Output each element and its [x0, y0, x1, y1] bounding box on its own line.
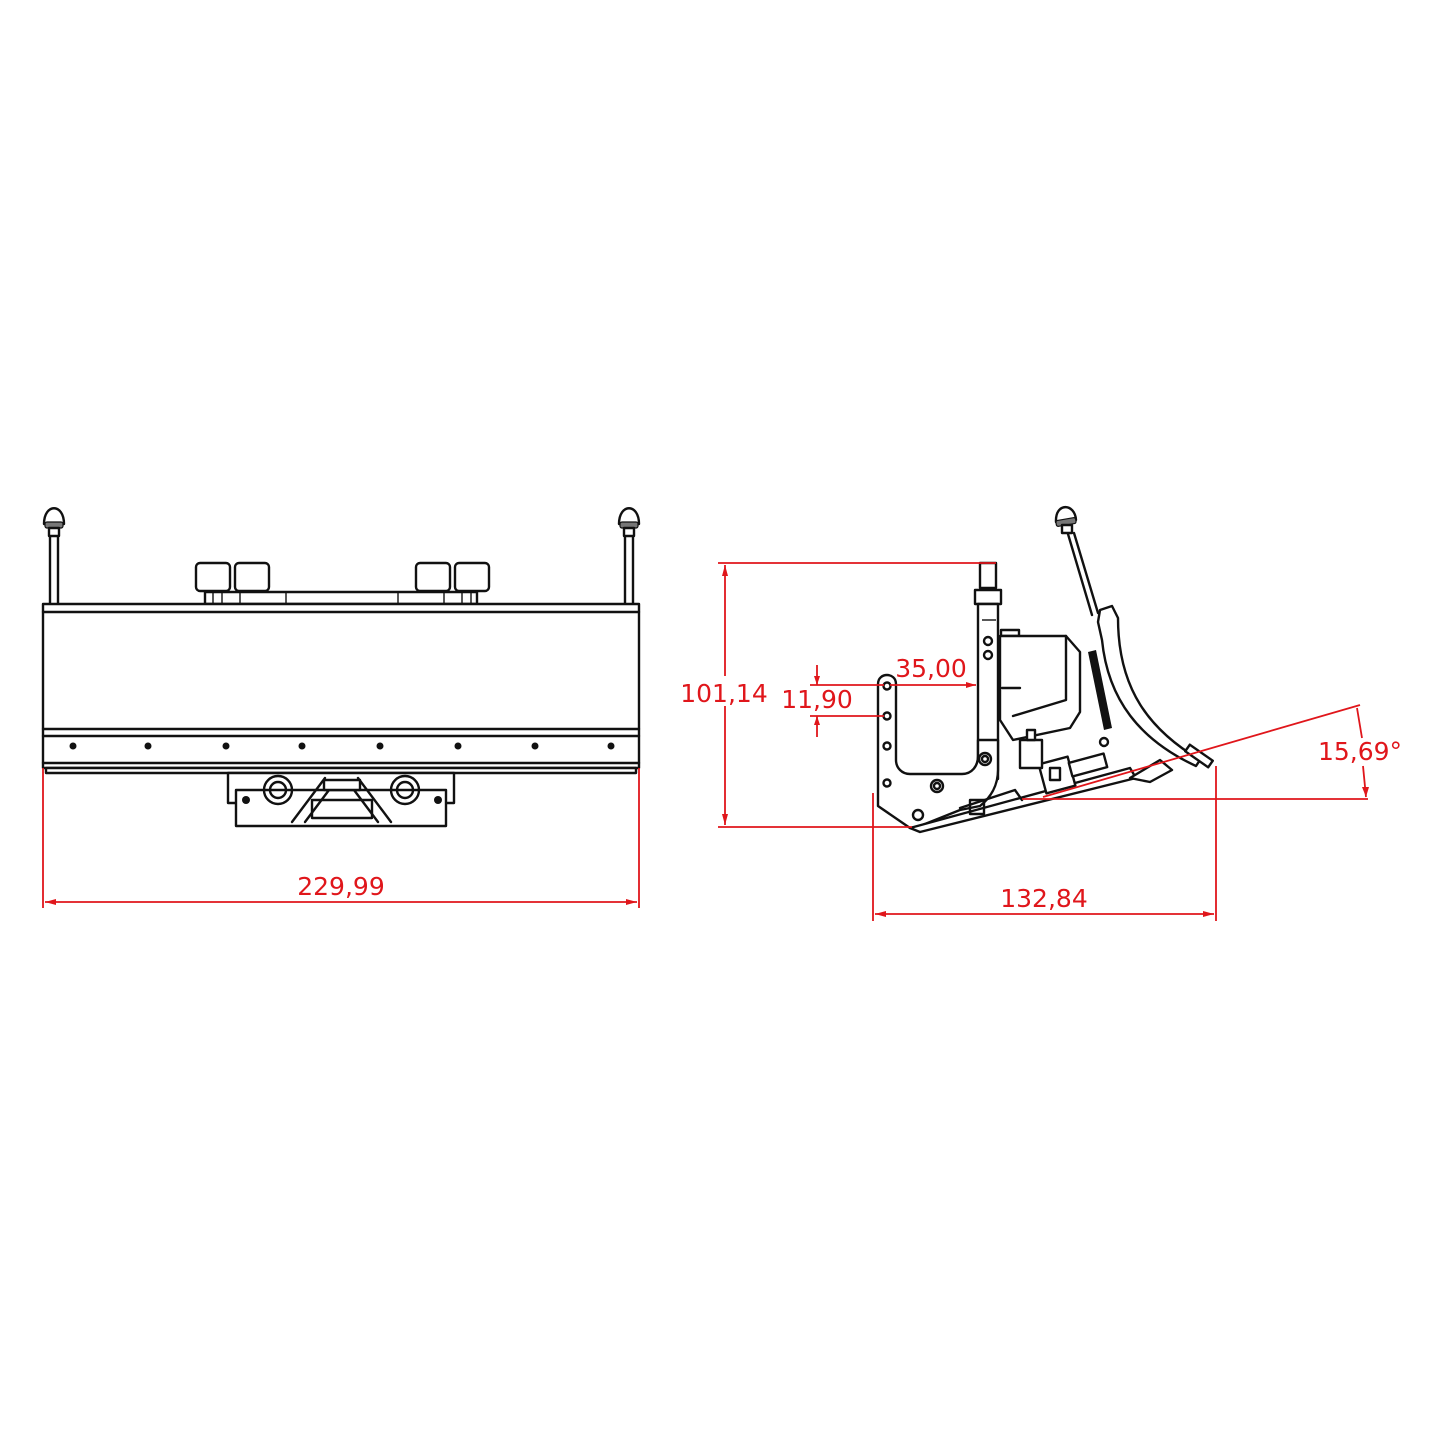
left-marker-light-icon: [42, 507, 66, 606]
moldboard-curved-blade: [1088, 604, 1214, 784]
undercarriage-mount: [226, 771, 456, 828]
bottom-bolts: [69, 742, 615, 750]
height-dimension: 101,14: [680, 562, 996, 828]
hole-spacing-value: 11,90: [781, 685, 853, 714]
hole-spacing-dimension: 11,90: [781, 665, 884, 737]
height-value: 101,14: [680, 679, 767, 708]
hole-to-frame-value: 35,00: [895, 654, 967, 683]
hole-to-frame-dimension: 35,00: [890, 654, 976, 688]
front-view: 229,99: [41, 507, 641, 908]
top-mount-blocks: [194, 561, 491, 606]
depth-value: 132,84: [1000, 884, 1087, 913]
side-marker-light-icon: [1054, 505, 1100, 617]
width-dimension: 229,99: [42, 768, 640, 908]
depth-dimension: 132,84: [872, 766, 1217, 921]
width-value: 229,99: [297, 872, 384, 901]
side-view: 101,14 11,90 35,00 15,69°: [680, 505, 1402, 921]
blade-angle-value: 15,69°: [1318, 737, 1402, 766]
right-marker-light-icon: [617, 507, 641, 606]
motor-housing: [998, 628, 1082, 742]
blade-angle-dimension: 15,69°: [1022, 704, 1402, 800]
blade-body: [41, 602, 641, 775]
